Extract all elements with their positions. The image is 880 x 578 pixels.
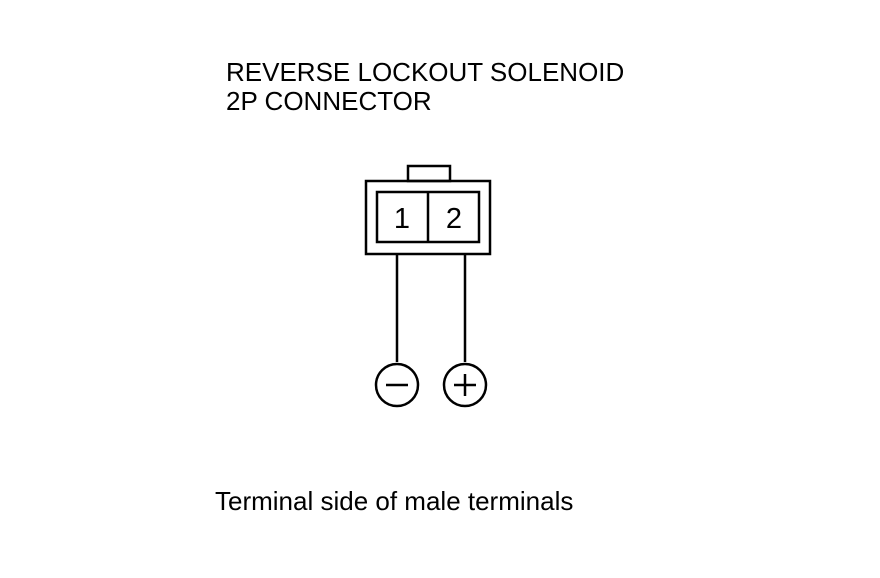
title-line-2: 2P CONNECTOR bbox=[226, 86, 432, 116]
connector-housing bbox=[364, 179, 492, 256]
pin-2-label: 2 bbox=[446, 203, 462, 235]
pin-1-label: 1 bbox=[394, 203, 410, 235]
plus-circle-icon bbox=[442, 362, 488, 408]
connector-lock-tab bbox=[406, 164, 452, 183]
diagram-caption: Terminal side of male terminals bbox=[215, 486, 574, 516]
title-line-1: REVERSE LOCKOUT SOLENOID bbox=[226, 57, 625, 87]
minus-circle-icon bbox=[374, 362, 420, 408]
diagram-title: REVERSE LOCKOUT SOLENOID 2P CONNECTOR bbox=[226, 58, 624, 116]
